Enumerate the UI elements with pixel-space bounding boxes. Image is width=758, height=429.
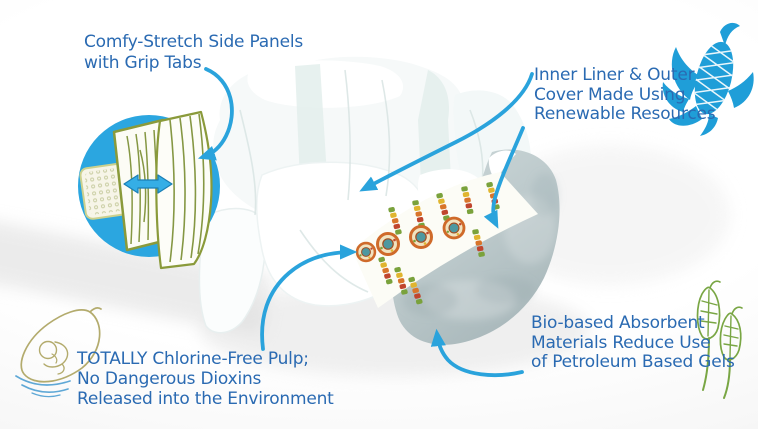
corn-icon bbox=[662, 22, 754, 136]
annotation-line: Released into the Environment bbox=[77, 389, 334, 409]
wheat-stalk-right bbox=[719, 306, 743, 399]
annotation-line: Inner Liner & Outer bbox=[534, 65, 695, 85]
baby-in-leaf-icon bbox=[15, 307, 102, 398]
arrow-to-inner-liner bbox=[359, 72, 534, 192]
arrow-to-outer-cover bbox=[483, 126, 525, 229]
annotation-line: with Grip Tabs bbox=[84, 53, 202, 73]
annotation-line: No Dangerous Dioxins bbox=[77, 369, 262, 389]
water-waves bbox=[15, 375, 71, 398]
annotation-inner-liner: Inner Liner & Outer Cover Made Using Ren… bbox=[534, 65, 716, 125]
annotation-chlorine-free-pulp: TOTALLY Chlorine-Free Pulp; No Dangerous… bbox=[77, 349, 334, 409]
annotation-line: of Petroleum Based Gels bbox=[531, 352, 735, 372]
annotation-line: Comfy-Stretch Side Panels bbox=[84, 32, 304, 52]
annotation-line: Bio-based Absorbent bbox=[531, 313, 705, 333]
annotation-line: Materials Reduce Use bbox=[531, 332, 711, 353]
arrow-to-grip-tabs bbox=[197, 67, 234, 161]
stretch-panel-right bbox=[155, 110, 213, 270]
annotation-line: TOTALLY Chlorine-Free Pulp; bbox=[77, 349, 309, 369]
wheat-stalks-icon bbox=[696, 280, 743, 399]
arrow-to-pulp bbox=[260, 244, 358, 351]
annotation-side-panels: Comfy-Stretch Side Panels with Grip Tabs bbox=[84, 32, 303, 74]
printed-outer-cover bbox=[352, 172, 538, 308]
side-panel-zoom-circle bbox=[78, 110, 220, 270]
stretch-double-arrow-icon bbox=[123, 174, 173, 194]
arrow-to-absorbent-core bbox=[430, 328, 524, 377]
annotation-line: Cover Made Using bbox=[534, 84, 686, 105]
callout-arrows bbox=[197, 67, 534, 377]
wheat-stalk-left bbox=[696, 280, 721, 391]
annotation-bio-absorbent: Bio-based Absorbent Materials Reduce Use… bbox=[531, 313, 735, 373]
grip-tab bbox=[79, 163, 130, 220]
annotation-line: Renewable Resources bbox=[534, 104, 716, 124]
